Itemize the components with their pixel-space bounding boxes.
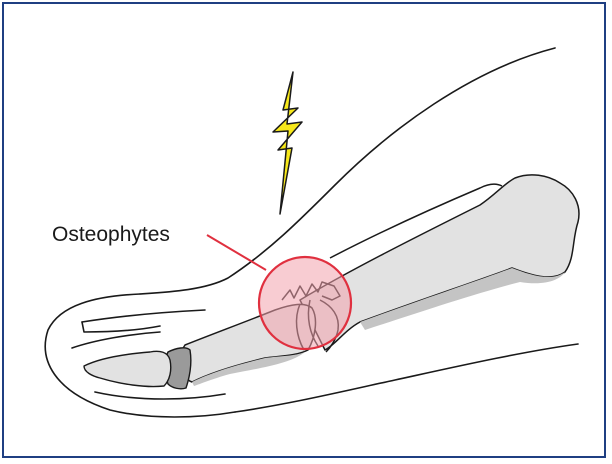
distal-phalanx xyxy=(84,351,171,386)
callout-pointer xyxy=(207,235,266,270)
distal-phalanx-body xyxy=(84,351,171,386)
toenail-line xyxy=(82,310,205,322)
toe-underside xyxy=(95,392,225,399)
osteophyte-highlight-circle xyxy=(259,257,351,349)
toe-crease xyxy=(72,332,160,348)
toenail-line-2 xyxy=(82,322,160,332)
lightning-bolt-icon xyxy=(273,72,302,214)
callout-label-osteophytes: Osteophytes xyxy=(52,223,170,246)
